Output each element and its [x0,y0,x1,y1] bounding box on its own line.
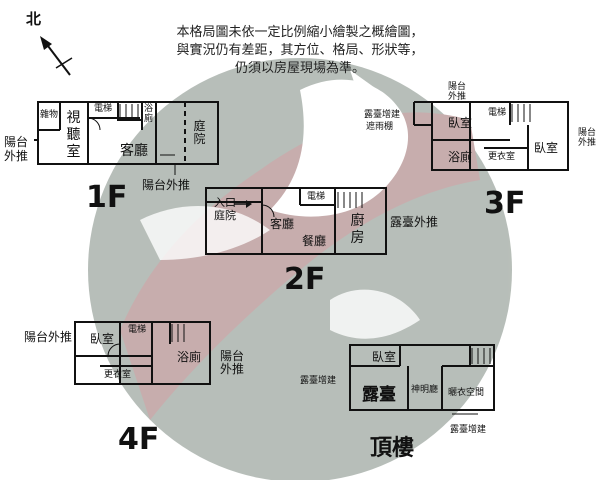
floor-3f-title: 3F [484,186,526,221]
f2-lounge: 客廳 [270,217,295,231]
f4-closet: 更衣室 [104,370,132,380]
north-arrow-icon [40,36,73,76]
roof-terrace-add-left: 露臺增建 [300,376,337,386]
f4-bedroom: 臥室 [90,332,115,346]
f3-balcony-right: 陽台外推 [578,128,597,148]
f2-entry-garden: 入口庭院 [214,196,236,222]
roof-drying-space: 曬衣空間 [448,388,485,398]
roof-terrace-add-bottom: 露臺增建 [450,425,487,435]
roof-shrine: 神明廳 [411,385,439,395]
north-label: 北 [26,10,42,28]
disclaimer-note: 本格局圖未依一定比例縮小繪製之概繪圖， 與實況仍有差距，其方位、格局、形狀等， … [140,24,460,78]
f3-bath: 浴廁 [448,150,473,164]
f1-storage: 雜物 [40,110,59,120]
f3-awning: 遮雨棚 [366,122,394,132]
f4-balcony-left: 陽台外推 [24,330,73,344]
floor-roof-title: 頂樓 [370,436,415,461]
f1-balcony-bottom: 陽台外推 [142,178,191,192]
f1-bath: 浴廁 [144,104,154,124]
floor-2f-title: 2F [284,262,326,297]
disclaimer-line-2: 與實況仍有差距，其方位、格局、形狀等， [176,43,424,58]
plan-3f [413,101,569,171]
f3-balcony: 陽台外推 [448,82,467,102]
f2-elevator: 電梯 [307,192,326,202]
plan-4f [74,321,211,385]
roof-terrace: 露臺 [362,385,396,405]
f4-balcony-right: 陽台外推 [219,349,244,376]
f4-elevator: 電梯 [128,325,147,335]
f3-bedroom-2: 臥室 [534,141,559,155]
f2-kitchen: 廚房 [350,213,365,246]
disclaimer-line-3: 仍須以房屋現場為準。 [234,61,365,76]
plan-roof [349,344,495,415]
f3-bedroom-1: 臥室 [448,116,473,130]
disclaimer-line-1: 本格局圖未依一定比例縮小繪製之概繪圖， [176,25,424,40]
f3-terrace-add: 露臺增建 [364,110,401,120]
f3-elevator: 電梯 [488,108,507,118]
f2-terrace-push: 露臺外推 [390,215,439,229]
f1-lounge: 客廳 [120,143,148,159]
plan-2f [205,187,387,255]
f1-elevator: 電梯 [94,104,113,114]
f1-garden: 庭院 [193,119,206,146]
f2-dining: 餐廳 [302,234,327,248]
f1-av-room: 視聽室 [66,110,81,160]
floor-1f-title: 1F [86,180,128,215]
f4-bath: 浴廁 [176,350,201,364]
floor-4f-title: 4F [118,422,160,457]
roof-bedroom: 臥室 [372,350,397,364]
f3-closet: 更衣室 [488,152,516,162]
plan-1f [34,101,219,175]
f1-balcony-left: 陽台外推 [4,135,29,163]
